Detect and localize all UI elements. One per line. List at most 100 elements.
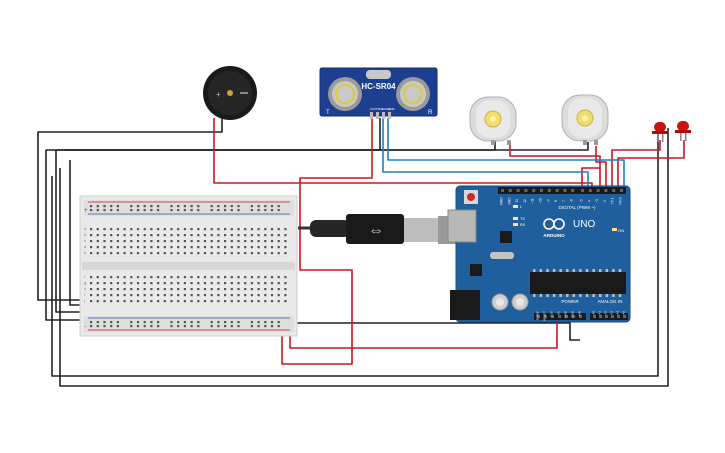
terminal-hole[interactable] xyxy=(250,234,253,237)
terminal-hole[interactable] xyxy=(150,240,153,243)
rail-hole[interactable] xyxy=(197,321,200,324)
terminal-hole[interactable] xyxy=(136,240,140,243)
rail-hole[interactable] xyxy=(130,321,133,324)
terminal-hole[interactable] xyxy=(210,252,213,255)
rail-hole[interactable] xyxy=(116,209,119,212)
terminal-hole[interactable] xyxy=(264,240,267,243)
terminal-hole[interactable] xyxy=(183,282,186,285)
terminal-hole[interactable] xyxy=(177,228,180,231)
terminal-hole[interactable] xyxy=(197,246,200,249)
terminal-hole[interactable] xyxy=(110,288,113,291)
terminal-hole[interactable] xyxy=(170,240,173,243)
terminal-hole[interactable] xyxy=(163,288,166,291)
rail-hole[interactable] xyxy=(103,325,106,328)
terminal-hole[interactable] xyxy=(157,294,160,297)
power-pin[interactable] xyxy=(579,315,582,318)
terminal-hole[interactable] xyxy=(203,234,207,237)
terminal-hole[interactable] xyxy=(197,300,200,303)
terminal-hole[interactable] xyxy=(190,288,193,291)
rail-hole[interactable] xyxy=(224,209,227,212)
terminal-hole[interactable] xyxy=(277,276,280,279)
terminal-hole[interactable] xyxy=(197,252,200,255)
terminal-hole[interactable] xyxy=(230,288,233,291)
terminal-hole[interactable] xyxy=(103,234,106,237)
rail-hole[interactable] xyxy=(157,205,160,208)
terminal-hole[interactable] xyxy=(163,228,166,231)
terminal-hole[interactable] xyxy=(143,282,146,285)
terminal-hole[interactable] xyxy=(264,294,267,297)
rail-hole[interactable] xyxy=(264,321,267,324)
rail-hole[interactable] xyxy=(130,325,133,328)
terminal-hole[interactable] xyxy=(110,228,113,231)
terminal-hole[interactable] xyxy=(277,294,280,297)
terminal-hole[interactable] xyxy=(264,282,267,285)
terminal-hole[interactable] xyxy=(284,246,287,249)
rail-hole[interactable] xyxy=(257,321,260,324)
terminal-hole[interactable] xyxy=(230,246,233,249)
terminal-hole[interactable] xyxy=(257,252,260,255)
terminal-hole[interactable] xyxy=(143,228,146,231)
terminal-hole[interactable] xyxy=(210,276,213,279)
terminal-hole[interactable] xyxy=(250,276,253,279)
terminal-hole[interactable] xyxy=(170,288,173,291)
terminal-hole[interactable] xyxy=(183,234,186,237)
terminal-hole[interactable] xyxy=(217,282,220,285)
rail-hole[interactable] xyxy=(183,205,186,208)
terminal-hole[interactable] xyxy=(123,234,126,237)
terminal-hole[interactable] xyxy=(177,276,180,279)
terminal-hole[interactable] xyxy=(270,282,274,285)
terminal-hole[interactable] xyxy=(183,300,186,303)
terminal-hole[interactable] xyxy=(96,282,99,285)
terminal-hole[interactable] xyxy=(237,246,240,249)
rail-hole[interactable] xyxy=(270,205,274,208)
rail-hole[interactable] xyxy=(170,325,173,328)
digital-pin[interactable] xyxy=(547,189,551,192)
terminal-hole[interactable] xyxy=(237,234,240,237)
terminal-hole[interactable] xyxy=(143,294,146,297)
terminal-hole[interactable] xyxy=(250,246,253,249)
digital-pin[interactable] xyxy=(532,189,536,192)
terminal-hole[interactable] xyxy=(163,234,166,237)
terminal-hole[interactable] xyxy=(277,252,280,255)
terminal-hole[interactable] xyxy=(103,252,106,255)
rail-hole[interactable] xyxy=(90,321,93,324)
digital-pin[interactable] xyxy=(571,189,575,192)
terminal-hole[interactable] xyxy=(257,300,260,303)
digital-pin[interactable] xyxy=(596,189,600,192)
terminal-hole[interactable] xyxy=(210,240,213,243)
terminal-hole[interactable] xyxy=(177,300,180,303)
terminal-hole[interactable] xyxy=(190,276,193,279)
rail-hole[interactable] xyxy=(264,325,267,328)
terminal-hole[interactable] xyxy=(270,288,274,291)
rail-hole[interactable] xyxy=(190,325,193,328)
terminal-hole[interactable] xyxy=(96,234,99,237)
terminal-hole[interactable] xyxy=(217,246,220,249)
terminal-hole[interactable] xyxy=(157,246,160,249)
rail-hole[interactable] xyxy=(143,209,146,212)
terminal-hole[interactable] xyxy=(224,300,227,303)
terminal-hole[interactable] xyxy=(130,234,133,237)
terminal-hole[interactable] xyxy=(264,276,267,279)
digital-pin[interactable] xyxy=(508,189,512,192)
terminal-hole[interactable] xyxy=(224,240,227,243)
terminal-hole[interactable] xyxy=(217,288,220,291)
terminal-hole[interactable] xyxy=(284,276,287,279)
terminal-hole[interactable] xyxy=(230,234,233,237)
rail-hole[interactable] xyxy=(157,325,160,328)
terminal-hole[interactable] xyxy=(96,252,99,255)
rail-hole[interactable] xyxy=(110,205,113,208)
terminal-hole[interactable] xyxy=(244,240,247,243)
terminal-hole[interactable] xyxy=(123,276,126,279)
rail-hole[interactable] xyxy=(150,325,153,328)
terminal-hole[interactable] xyxy=(96,300,99,303)
rail-hole[interactable] xyxy=(264,209,267,212)
terminal-hole[interactable] xyxy=(150,246,153,249)
analog-pin[interactable] xyxy=(593,315,596,318)
analog-pin[interactable] xyxy=(605,315,608,318)
rail-hole[interactable] xyxy=(264,205,267,208)
digital-pin[interactable] xyxy=(555,189,559,192)
terminal-hole[interactable] xyxy=(270,300,274,303)
terminal-hole[interactable] xyxy=(230,228,233,231)
rail-hole[interactable] xyxy=(177,325,180,328)
terminal-hole[interactable] xyxy=(116,294,119,297)
